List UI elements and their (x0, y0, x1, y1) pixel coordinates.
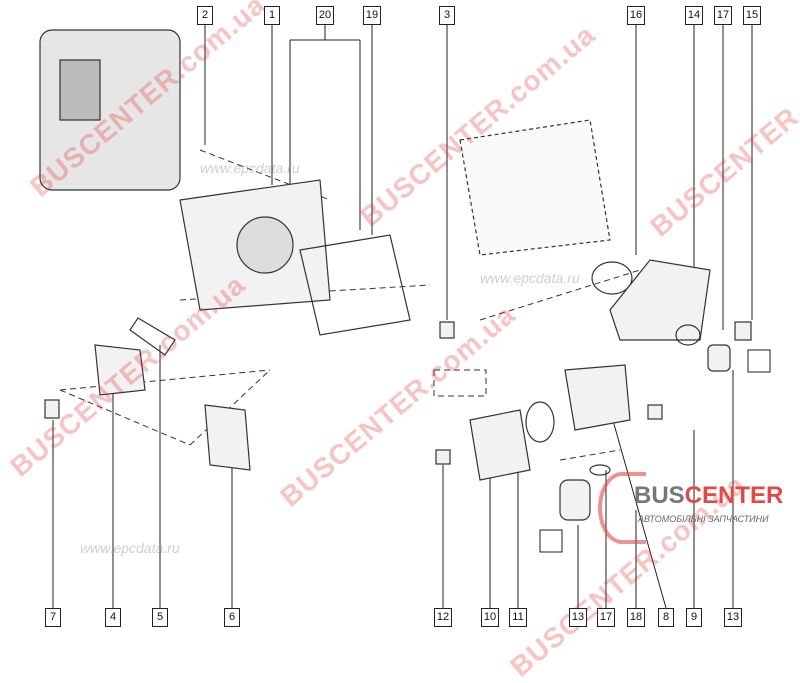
gasket (299, 234, 411, 336)
buscenter-logo: BUSCENTER АВТОМОБІЛЬНІ ЗАПЧАСТИНИ (598, 472, 798, 544)
callout-17: 17 (597, 608, 615, 627)
leader-lines (52, 24, 753, 609)
callout-6: 6 (224, 608, 240, 627)
logo-brand-red: CENTER (684, 482, 784, 509)
logo-brand-gray: BUS (634, 482, 685, 509)
callout-8: 8 (658, 608, 674, 627)
callout-1: 1 (264, 6, 280, 25)
bolt (734, 321, 752, 341)
callout-17: 17 (714, 6, 732, 25)
water-outlet (469, 409, 531, 481)
outlet-housing (564, 364, 631, 431)
watermark-epc: www.epcdata.ru (480, 270, 580, 286)
callout-19: 19 (363, 6, 381, 25)
callout-14: 14 (685, 6, 703, 25)
callout-12: 12 (434, 608, 452, 627)
callout-3: 3 (439, 6, 455, 25)
pipe (204, 404, 251, 471)
callout-16: 16 (627, 6, 645, 25)
thermostat-housing (609, 259, 711, 341)
logo-subtitle: АВТОМОБІЛЬНІ ЗАПЧАСТИНИ (638, 514, 769, 524)
temperature-icons (539, 349, 771, 553)
watermark-epc: www.epcdata.ru (200, 160, 300, 176)
elbow (94, 344, 146, 396)
seal (129, 317, 176, 356)
callout-10: 10 (481, 608, 499, 627)
watermark-epc: www.epcdata.ru (80, 540, 180, 556)
parts-diagram (39, 24, 771, 609)
bolt-7 (44, 399, 60, 419)
bolt-12 (435, 449, 451, 465)
callout-5: 5 (152, 608, 168, 627)
bolt-9 (647, 404, 663, 420)
callout-13: 13 (724, 608, 742, 627)
callout-2: 2 (197, 6, 213, 25)
callout-13: 13 (569, 608, 587, 627)
callout-9: 9 (686, 608, 702, 627)
callout-11: 11 (509, 608, 527, 627)
callout-20: 20 (316, 6, 334, 25)
callout-18: 18 (627, 608, 645, 627)
cylinder-head (459, 119, 611, 256)
temp-sensor (559, 479, 591, 521)
bushing (439, 321, 455, 339)
sensor (707, 344, 731, 372)
callout-15: 15 (743, 6, 761, 25)
parts (39, 29, 752, 521)
o-ring (591, 261, 633, 295)
callout-4: 4 (105, 608, 121, 627)
callout-7: 7 (45, 608, 61, 627)
